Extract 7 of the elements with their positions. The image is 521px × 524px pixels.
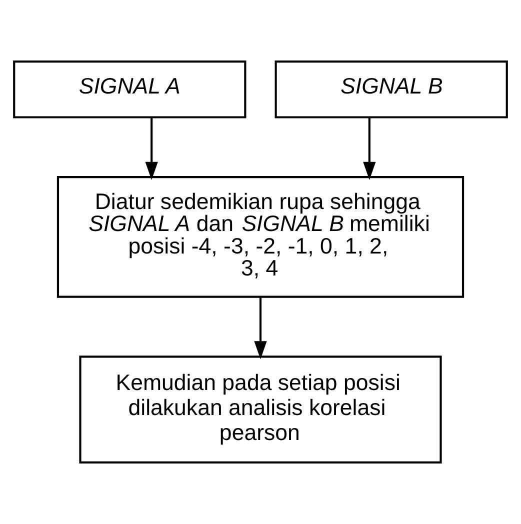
arrow (145, 118, 158, 180)
arrow (363, 118, 376, 180)
node-box: Kemudian pada setiap posisi dilakukan analisis korelasi pearson (79, 356, 442, 464)
arrow (254, 296, 267, 360)
node-box: SIGNAL A (13, 60, 246, 118)
node-box: Diatur sedemikian rupa sehingga SIGNAL A dan SIGNAL B memiliki posisi -4, -3, -2, -1, 0, 1, 2, 3, 4 (56, 176, 464, 298)
node-box: SIGNAL B (274, 60, 508, 118)
